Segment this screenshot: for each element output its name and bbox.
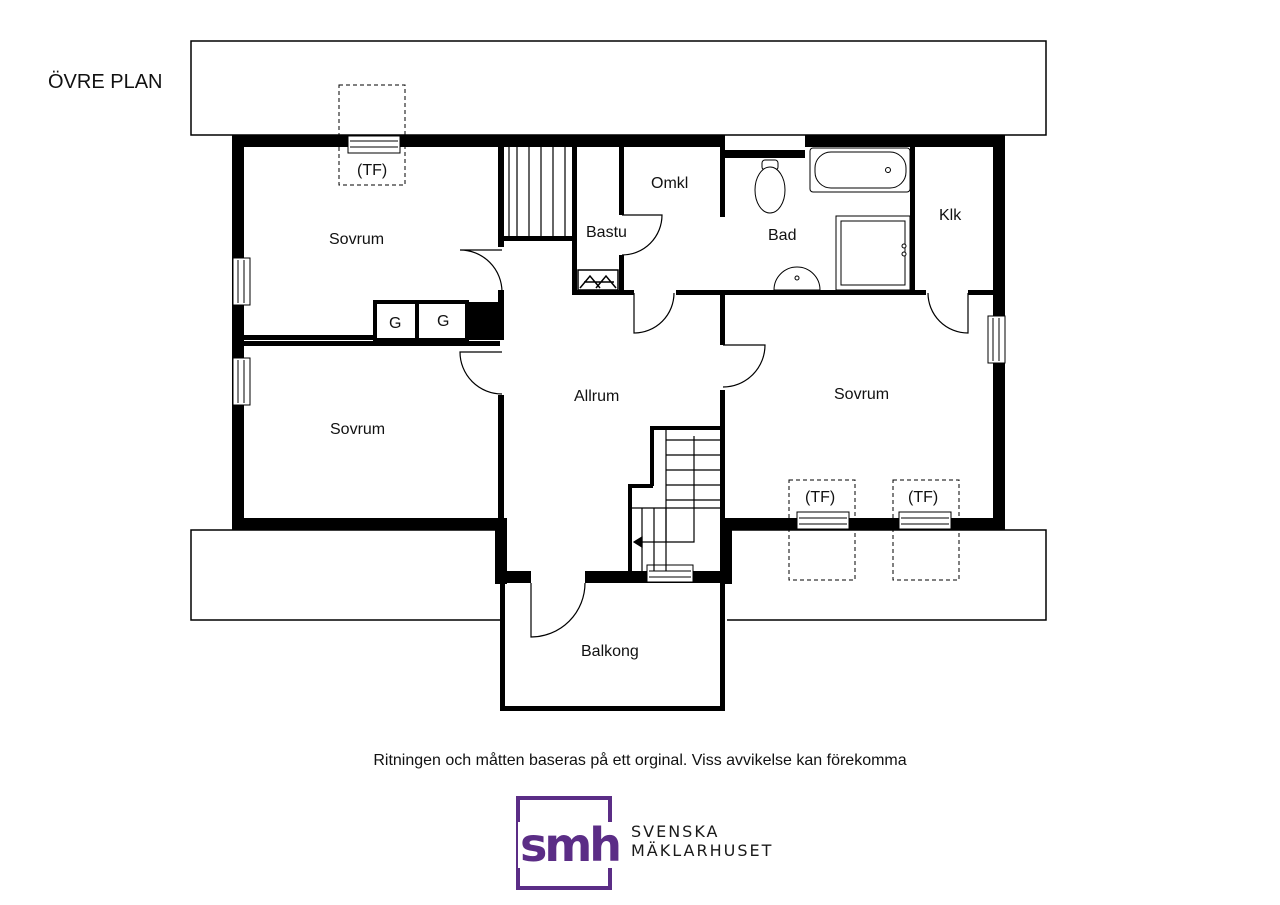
skylight-label-1: (TF) <box>357 162 387 179</box>
logo-wordmark: SVENSKA MÄKLARHUSET <box>631 822 773 860</box>
logo-mark: smh <box>518 818 622 872</box>
door-swings <box>459 214 969 638</box>
sauna-heater <box>577 269 619 291</box>
windows <box>232 135 1006 583</box>
closet-label-g1: G <box>389 315 401 332</box>
disclaimer-text: Ritningen och måtten baseras på ett orgi… <box>373 752 907 769</box>
closet-label-g2: G <box>437 313 449 330</box>
stairs-upper <box>508 147 566 236</box>
room-label-allrum: Allrum <box>574 388 619 405</box>
room-label-klk: Klk <box>939 207 962 224</box>
bathroom-fixtures <box>754 147 911 291</box>
room-label-sovrum-e: Sovrum <box>834 386 889 403</box>
skylight-label-3: (TF) <box>908 489 938 506</box>
roof-bottom-right <box>727 529 1047 621</box>
logo-line-1: SVENSKA <box>631 822 720 841</box>
plan-title: ÖVRE PLAN <box>48 71 162 93</box>
room-label-bad: Bad <box>768 227 796 244</box>
skylight-label-2: (TF) <box>805 489 835 506</box>
room-label-balkong: Balkong <box>581 643 639 660</box>
stairs-main <box>632 430 720 571</box>
room-label-bastu: Bastu <box>586 224 627 241</box>
closet-box-2 <box>415 300 469 342</box>
room-label-sovrum-nw: Sovrum <box>329 231 384 248</box>
room-label-omkl: Omkl <box>651 175 688 192</box>
roof-bottom-left <box>190 529 500 621</box>
roof-top <box>190 40 1047 136</box>
room-label-sovrum-sw: Sovrum <box>330 421 385 438</box>
logo-line-2: MÄKLARHUSET <box>631 841 774 860</box>
